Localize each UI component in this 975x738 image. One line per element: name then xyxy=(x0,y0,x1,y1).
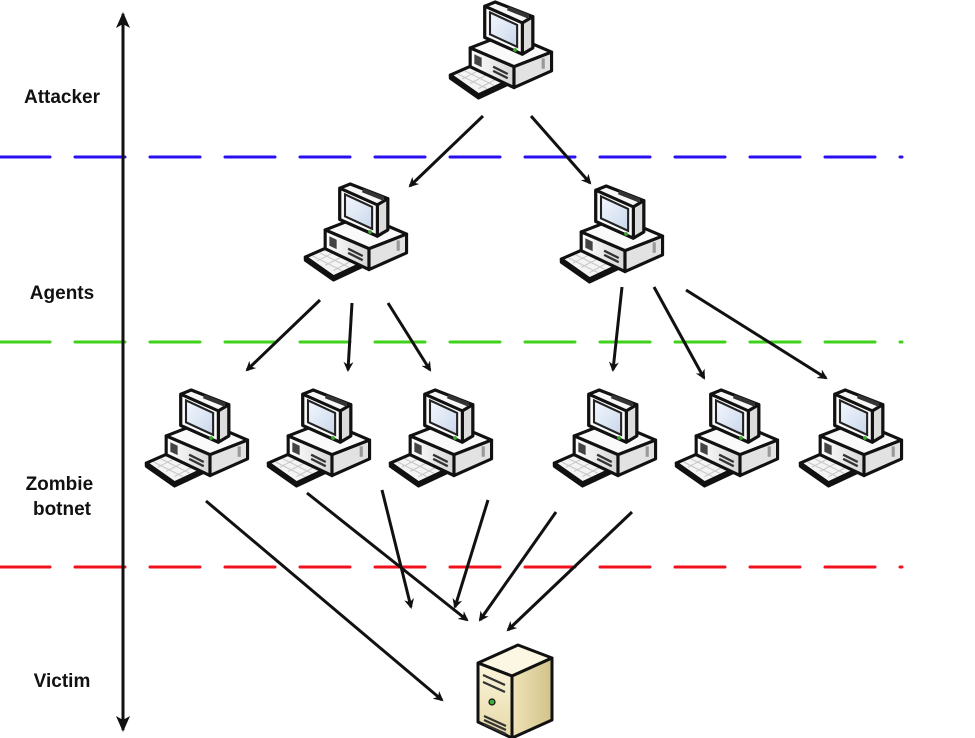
tier-label-zombie-line1: Zombie xyxy=(26,474,94,495)
edge-attacker-agent-2 xyxy=(529,115,592,185)
server-power-led xyxy=(488,698,496,706)
edge-attacker-agent-1 xyxy=(408,114,485,188)
tier-label-attacker: Attacker xyxy=(24,87,101,108)
edge-agent-1-zombie-1 xyxy=(245,298,322,372)
victim-server-details xyxy=(482,673,507,736)
edge-agent-2-zombie-4 xyxy=(608,286,624,372)
tier-label-zombie-botnet: Zombie botnet xyxy=(26,474,99,520)
zombie-2-computer-icon xyxy=(268,390,369,486)
tier-label-agents: Agents xyxy=(30,283,94,304)
victim-server-icon xyxy=(476,643,554,738)
zombie-5-computer-icon xyxy=(676,390,777,486)
edge-zombie-6-victim xyxy=(506,510,634,632)
edge-zombie-2-victim xyxy=(306,491,469,622)
zombie-4-computer-icon xyxy=(554,390,655,486)
agent-1-computer-icon xyxy=(305,184,406,280)
zombie-6-computer-icon xyxy=(800,390,901,486)
attacker-computer-icon xyxy=(450,2,551,98)
edge-zombie-3-victim xyxy=(380,489,414,609)
edge-zombie-5-victim xyxy=(478,511,558,622)
edge-agent-1-zombie-2 xyxy=(343,302,354,372)
edge-zombie-4-victim xyxy=(452,499,490,609)
edge-agent-2-zombie-6 xyxy=(685,288,828,380)
zombie-3-computer-icon xyxy=(390,390,491,486)
edge-zombie-1-victim xyxy=(205,499,444,702)
tier-label-zombie-line2: botnet xyxy=(33,499,92,520)
edge-agent-2-zombie-5 xyxy=(652,286,706,380)
zombie-1-computer-icon xyxy=(146,390,247,486)
edge-group xyxy=(205,114,828,702)
tier-label-victim: Victim xyxy=(34,671,91,692)
agent-2-computer-icon xyxy=(561,186,662,282)
edge-agent-1-zombie-3 xyxy=(386,302,432,372)
